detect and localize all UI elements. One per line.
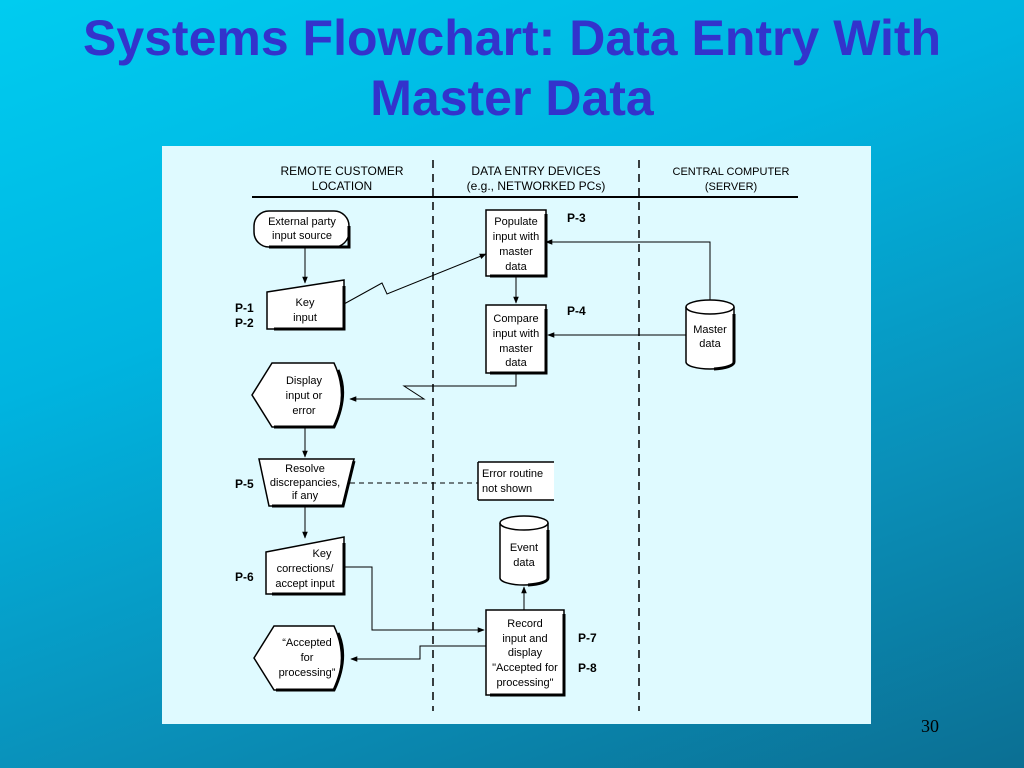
flowchart-svg: REMOTE CUSTOMER LOCATION DATA ENTRY DEVI… <box>235 160 798 711</box>
title-line-2: Master Data <box>370 70 654 126</box>
node-compare: Compare input with master data <box>485 304 548 375</box>
header-central-line2: (SERVER) <box>705 181 757 193</box>
label-p5: P-5 <box>235 477 254 491</box>
node-record: Record input and display "Accepted for p… <box>485 609 566 697</box>
display-line1: Display <box>286 375 323 387</box>
resolve-line2: discrepancies, <box>270 477 340 489</box>
compare-line4: data <box>505 357 527 369</box>
key-input-line1: Key <box>296 297 315 309</box>
header-remote-line2: LOCATION <box>312 179 372 193</box>
flow-compare-to-display <box>349 373 517 402</box>
node-error-routine: Error routine not shown <box>477 461 554 501</box>
key-corrections-line1: Key <box>313 548 332 560</box>
display-line2: input or <box>286 390 323 402</box>
resolve-line3: if any <box>292 490 319 502</box>
node-key-corrections: Key corrections/ accept input <box>265 536 346 596</box>
column-headers: REMOTE CUSTOMER LOCATION DATA ENTRY DEVI… <box>252 164 798 198</box>
node-event-data: Event data <box>499 515 550 587</box>
accepted-line2: for <box>301 652 314 664</box>
resolve-line1: Resolve <box>285 463 325 475</box>
populate-line4: data <box>505 261 527 273</box>
flow-master-to-populate <box>545 239 711 300</box>
flowchart-panel: REMOTE CUSTOMER LOCATION DATA ENTRY DEVI… <box>162 146 871 724</box>
external-line2: input source <box>272 230 332 242</box>
node-master-data: Master data <box>685 299 736 371</box>
key-corrections-line3: accept input <box>275 578 334 590</box>
populate-line3: master <box>499 246 533 258</box>
key-input-line2: input <box>293 312 317 324</box>
node-display-error: Display input or error <box>251 362 345 429</box>
master-line2: data <box>699 338 721 350</box>
label-p4: P-4 <box>567 304 586 318</box>
header-entry-line2: (e.g., NETWORKED PCs) <box>467 179 606 193</box>
flow-record-to-accepted <box>350 645 486 662</box>
node-key-input: Key input <box>266 279 346 331</box>
compare-line3: master <box>499 343 533 355</box>
master-line1: Master <box>693 324 727 336</box>
record-line1: Record <box>507 618 542 630</box>
header-entry-line1: DATA ENTRY DEVICES <box>471 164 600 178</box>
header-central-line1: CENTRAL COMPUTER <box>673 166 790 178</box>
label-p8: P-8 <box>578 661 597 675</box>
node-resolve: Resolve discrepancies, if any <box>258 458 356 508</box>
label-p7: P-7 <box>578 631 597 645</box>
connectors <box>302 239 711 662</box>
header-remote-line1: REMOTE CUSTOMER <box>280 164 403 178</box>
key-corrections-line2: corrections/ <box>277 563 335 575</box>
node-external-source: External party input source <box>253 210 351 249</box>
display-line3: error <box>292 405 316 417</box>
title-line-1: Systems Flowchart: Data Entry With <box>82 10 942 66</box>
flow-corrections-to-record <box>344 566 485 633</box>
compare-line2: input with <box>493 328 539 340</box>
accepted-line1: “Accepted <box>282 637 332 649</box>
external-line1: External party <box>268 216 336 228</box>
node-populate: Populate input with master data <box>485 209 548 278</box>
flow-key-to-populate <box>343 253 487 305</box>
record-line2: input and <box>502 633 547 645</box>
record-line4: "Accepted for <box>492 662 558 674</box>
label-p3: P-3 <box>567 211 586 225</box>
event-line2: data <box>513 557 535 569</box>
label-p2: P-2 <box>235 316 254 330</box>
page-number: 30 <box>921 716 939 736</box>
label-p1: P-1 <box>235 301 254 315</box>
error-routine-line1: Error routine <box>482 468 543 480</box>
label-p6: P-6 <box>235 570 254 584</box>
node-accepted-display: “Accepted for processing” <box>253 625 345 692</box>
populate-line2: input with <box>493 231 539 243</box>
event-line1: Event <box>510 542 538 554</box>
step-labels: P-1 P-2 P-3 P-4 P-5 P-6 P-7 P-8 <box>235 211 597 675</box>
error-routine-line2: not shown <box>482 483 532 495</box>
record-line3: display <box>508 647 543 659</box>
populate-line1: Populate <box>494 216 537 228</box>
slide-title: Systems Flowchart: Data Entry With Maste… <box>0 8 1024 128</box>
accepted-line3: processing” <box>279 667 336 679</box>
record-line5: processing" <box>496 677 553 689</box>
compare-line1: Compare <box>493 313 538 325</box>
